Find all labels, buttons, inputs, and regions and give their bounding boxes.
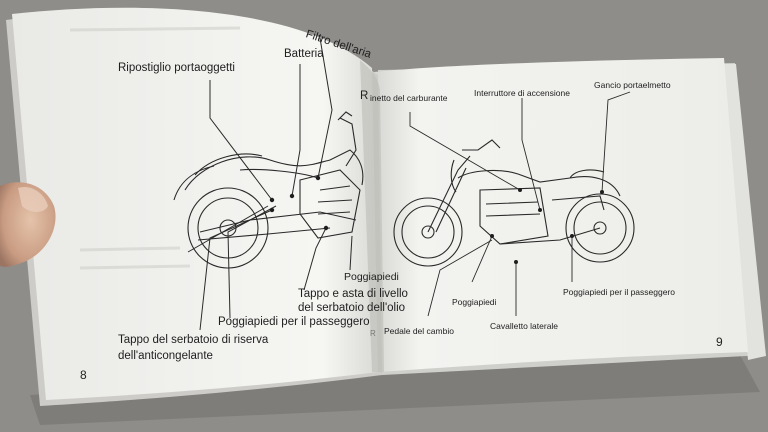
right-callout-dots: [490, 188, 604, 264]
margin-mark: R: [370, 329, 376, 338]
book-shadow: [30, 355, 760, 425]
label-battery: Batteria: [284, 48, 324, 60]
page-number-right: 9: [716, 335, 723, 349]
thumbnail-nail: [18, 186, 48, 212]
label-coolant-reserve-line1: Tappo del serbatoio di riserva: [118, 334, 269, 346]
right-motorcycle-drawing: [393, 139, 635, 267]
left-callout-dots: [269, 175, 329, 231]
page-number-left: 8: [80, 368, 87, 382]
label-oil-cap-line1: Tappo e asta di livello: [298, 288, 408, 300]
label-fuel-valve: inetto del carburante: [370, 93, 448, 103]
left-callout-lines: [187, 37, 353, 331]
label-ignition-switch: Interruttore di accensione: [474, 88, 570, 98]
book-gutter: [360, 60, 384, 372]
label-footpeg-right: Poggiapiedi: [452, 297, 497, 307]
label-helmet-hook: Gancio portaelmetto: [594, 80, 671, 90]
page-stack-right: [722, 64, 766, 360]
label-passenger-footpeg-left: Poggiapiedi per il passeggero: [218, 316, 370, 328]
label-side-stand: Cavalletto laterale: [490, 321, 559, 331]
label-storage-compartment: Ripostiglio portaoggetti: [118, 62, 235, 74]
label-oil-cap-line2: del serbatoio dell'olio: [298, 302, 406, 314]
left-motorcycle-drawing: [173, 111, 364, 269]
label-right-footpeg: Poggiapiedi: [344, 271, 399, 283]
right-page: [374, 58, 748, 372]
label-coolant-reserve-line2: dell'anticongelante: [118, 350, 213, 362]
label-passenger-footpeg-right: Poggiapiedi per il passeggero: [563, 287, 675, 297]
right-callout-lines: [409, 91, 631, 317]
show-through-text: [69, 26, 241, 270]
label-fuel-fragment: R: [360, 90, 369, 102]
left-page: [12, 7, 378, 401]
label-shift-pedal: Pedale del cambio: [384, 326, 454, 336]
